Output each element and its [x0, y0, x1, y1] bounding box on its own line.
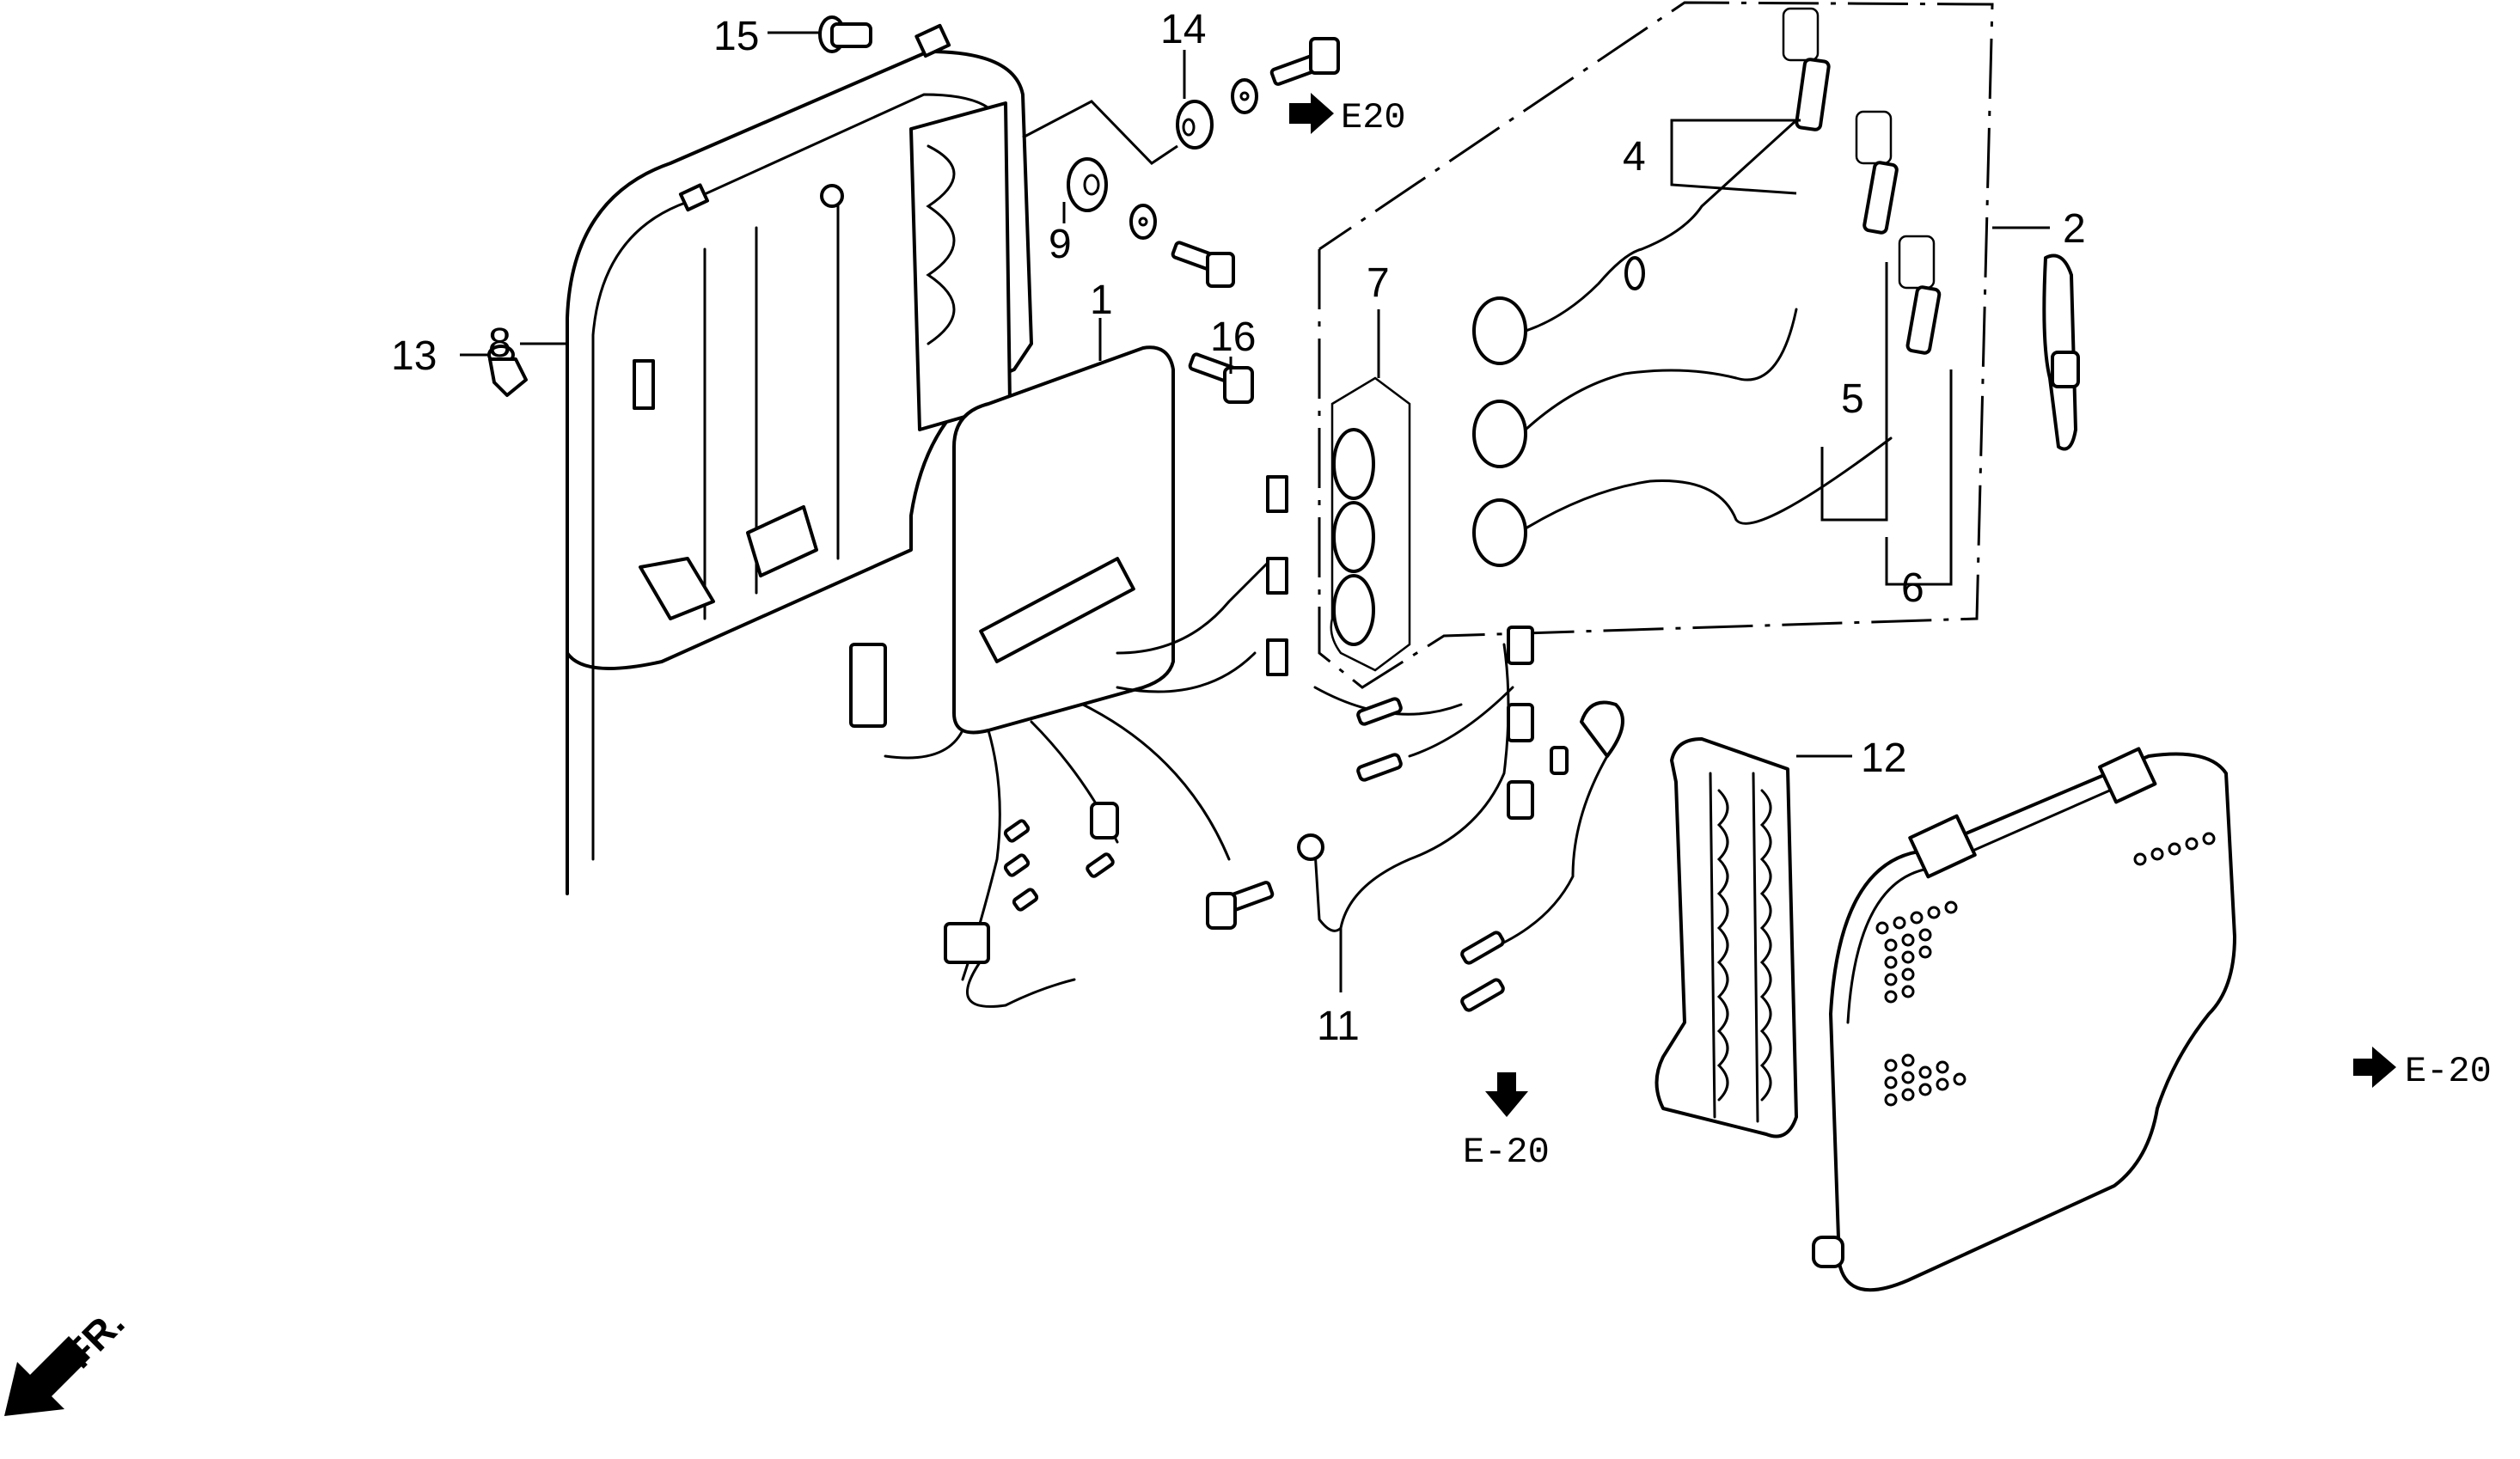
callout-16: 16: [1210, 314, 1256, 360]
ignition-coil-3: [1472, 436, 1893, 567]
callout-2: 2: [2063, 206, 2086, 252]
panel-base-part-8[interactable]: [566, 23, 1033, 895]
leader-grommet-14: [1022, 100, 1178, 165]
washer-top: [1231, 78, 1258, 114]
spark-plug-cap-1: [1782, 7, 1831, 131]
ground-harness-part-12[interactable]: [1297, 626, 1624, 1012]
callout-5: 5: [1841, 376, 1864, 422]
ref-e20-right[interactable]: E-20: [2353, 1047, 2492, 1092]
wire-clamp-part-11[interactable]: [1655, 737, 1853, 1139]
ignition-coil-2: [1472, 308, 1798, 468]
vent-holes: [1875, 832, 2216, 1107]
callout-15: 15: [713, 14, 759, 59]
callout-7: 7: [1367, 260, 1390, 306]
ref-e20-bottom-label: E-20: [1463, 1132, 1550, 1173]
flange-bolt-part-16[interactable]: [1188, 352, 1254, 404]
bolt-mid: [1171, 241, 1235, 288]
bolt-top: [1269, 37, 1340, 86]
callout-14: 14: [1160, 7, 1206, 52]
callout-8: 8: [488, 320, 511, 366]
grommet-part-14[interactable]: [1176, 100, 1214, 150]
front-indicator: FR.: [4, 1300, 132, 1416]
arrow-down-icon: [1485, 1072, 1528, 1117]
ground-bolt: [1206, 881, 1275, 930]
ref-e20-bottom[interactable]: E-20: [1463, 1072, 1550, 1173]
clip-part-13[interactable]: [487, 345, 528, 397]
grommet-part-9[interactable]: [1067, 157, 1108, 212]
collar-part-15[interactable]: [818, 15, 872, 53]
ref-e20-top-label: E20: [1341, 97, 1406, 138]
arrow-front-icon: [4, 1336, 90, 1416]
spark-plug-cap-2: [1855, 110, 1899, 235]
callout-4: 4: [1623, 134, 1646, 180]
control-unit-part-1[interactable]: [849, 345, 1288, 1008]
callout-1: 1: [1090, 278, 1113, 323]
coil-rubber-part-7[interactable]: [1330, 376, 1411, 672]
panel-cover[interactable]: [1812, 747, 2236, 1292]
arrow-right-icon: [1289, 93, 1334, 134]
spark-plug-cap-3: [1898, 235, 1942, 355]
ref-e20-right-label: E-20: [2405, 1051, 2492, 1092]
callout-6: 6: [1901, 565, 1924, 611]
ignition-coil-1: [1472, 119, 1798, 365]
harness-clip: [2042, 253, 2080, 451]
washer-mid: [1129, 204, 1157, 240]
callout-11: 12: [1861, 736, 1906, 781]
callout-13: 13: [391, 333, 437, 379]
callout-9: 9: [1049, 222, 1072, 267]
arrow-right-icon: [2353, 1047, 2396, 1088]
coil-group-part-2[interactable]: [1318, 1, 2050, 689]
callout-12: 11: [1317, 1004, 1360, 1049]
ref-e20-top[interactable]: E20: [1289, 93, 1406, 138]
